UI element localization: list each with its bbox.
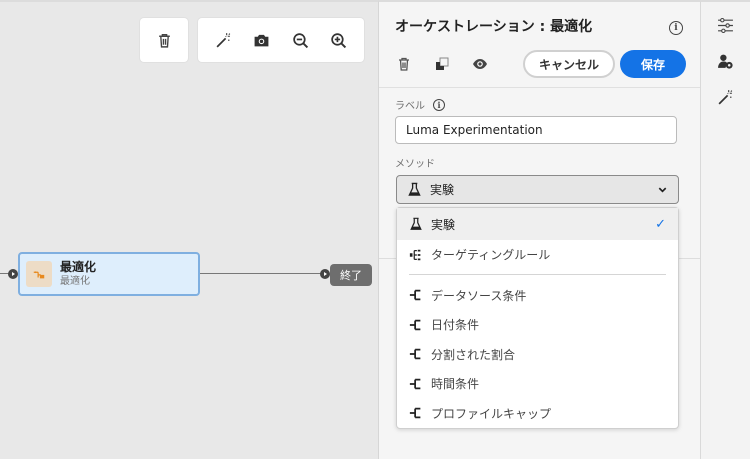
node-title: 最適化 xyxy=(60,260,97,274)
menu-item-percentage-split[interactable]: 分割された割合 xyxy=(397,340,678,370)
branch-icon xyxy=(409,290,421,301)
duplicate-button[interactable] xyxy=(429,51,455,77)
method-selected-value: 実験 xyxy=(430,183,455,197)
info-icon[interactable]: i xyxy=(669,21,683,35)
auto-arrange-button[interactable] xyxy=(209,26,237,54)
menu-item-date-condition[interactable]: 日付条件 xyxy=(397,310,678,340)
auto-arrange-rail-button[interactable] xyxy=(714,86,736,108)
journey-canvas[interactable]: 最適化 最適化 終了 xyxy=(0,0,378,459)
branch-icon xyxy=(409,349,421,360)
method-select[interactable]: 実験 xyxy=(396,175,679,204)
zoom-out-button[interactable] xyxy=(286,26,314,54)
branch-icon xyxy=(409,408,421,419)
outgoing-connector xyxy=(200,273,326,274)
cancel-button[interactable]: キャンセル xyxy=(523,50,615,78)
node-input-port[interactable] xyxy=(8,269,18,279)
menu-item-time-condition[interactable]: 時間条件 xyxy=(397,369,678,399)
menu-item-experiment[interactable]: 実験 ✓ xyxy=(397,208,678,240)
settings-sliders-icon xyxy=(717,17,733,33)
label-info-icon[interactable]: i xyxy=(433,98,445,111)
magic-wand-icon xyxy=(718,89,732,104)
canvas-delete-toolbar xyxy=(140,18,188,62)
targeting-icon xyxy=(409,249,421,260)
panel-actions: キャンセル 保存 xyxy=(391,50,691,78)
checkmark-icon: ✓ xyxy=(655,216,666,232)
save-button[interactable]: 保存 xyxy=(620,50,686,78)
optimize-icon xyxy=(26,261,52,287)
flask-icon xyxy=(410,217,422,230)
preview-button[interactable] xyxy=(467,51,493,77)
magic-wand-icon xyxy=(216,32,231,47)
flask-icon xyxy=(408,182,421,196)
camera-icon xyxy=(254,34,269,46)
end-node[interactable]: 終了 xyxy=(330,264,372,286)
trash-icon xyxy=(158,33,170,48)
menu-separator xyxy=(409,273,666,275)
incoming-connector xyxy=(0,273,12,274)
right-rail xyxy=(700,0,750,459)
menu-item-data-source-condition[interactable]: データソース条件 xyxy=(397,281,678,311)
branch-icon xyxy=(409,378,421,389)
zoom-out-icon xyxy=(293,32,308,48)
eye-icon xyxy=(473,59,487,69)
optimize-node[interactable]: 最適化 最適化 xyxy=(18,252,200,296)
journey-properties-button[interactable] xyxy=(714,14,736,36)
panel-header: オーケストレーション : 最適化 i キャンセル 保存 xyxy=(379,2,700,88)
chevron-down-icon xyxy=(658,187,667,193)
label-input[interactable]: Luma Experimentation xyxy=(395,116,677,144)
zoom-in-icon xyxy=(331,32,347,48)
branch-icon xyxy=(409,319,421,330)
delete-activity-button[interactable] xyxy=(391,51,417,77)
label-field-label: ラベル i xyxy=(395,97,445,112)
menu-item-targeting-rule[interactable]: ターゲティングルール xyxy=(397,240,678,270)
node-subtitle: 最適化 xyxy=(60,276,90,287)
zoom-in-button[interactable] xyxy=(325,26,353,54)
menu-item-profile-cap[interactable]: プロファイルキャップ xyxy=(397,399,678,429)
method-dropdown-menu: 実験 ✓ ターゲティングルール データソース条件 日付条件 分割された割合 時間… xyxy=(396,207,679,429)
duplicate-icon xyxy=(436,57,449,70)
end-node-port[interactable] xyxy=(320,269,330,279)
delete-button[interactable] xyxy=(150,26,178,54)
trash-icon xyxy=(399,57,409,71)
profile-settings-button[interactable] xyxy=(714,50,736,72)
panel-title: オーケストレーション : 最適化 xyxy=(395,19,593,35)
screenshot-button[interactable] xyxy=(248,26,276,54)
canvas-tools-toolbar xyxy=(198,18,364,62)
user-settings-icon xyxy=(717,54,733,69)
method-field-label: メソッド xyxy=(395,159,435,170)
